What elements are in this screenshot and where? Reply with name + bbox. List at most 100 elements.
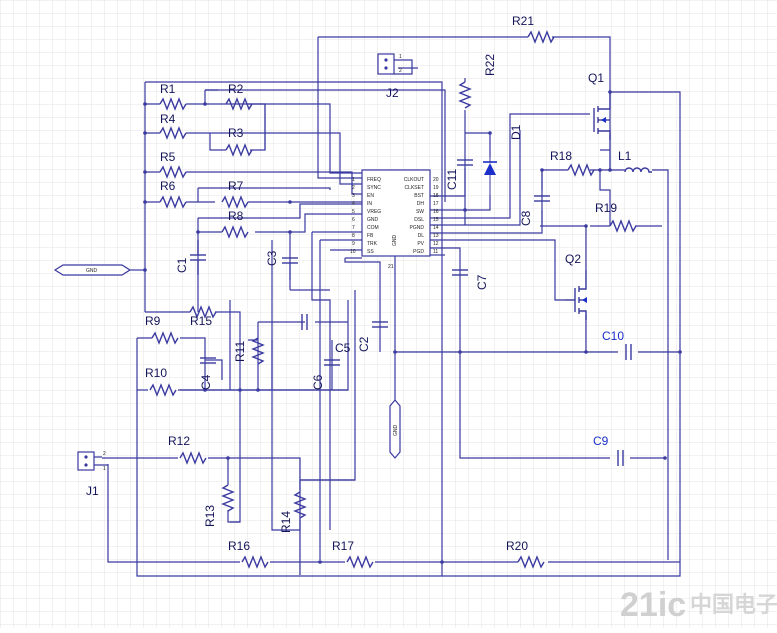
ic-pin-label: CLKOUT bbox=[404, 177, 424, 183]
ic-pin-number: 15 bbox=[433, 217, 439, 223]
label-r4: R4 bbox=[160, 112, 176, 126]
gnd-flag-vertical: GND bbox=[389, 352, 401, 459]
capacitors bbox=[190, 159, 632, 466]
resistors bbox=[149, 30, 637, 569]
resistor-r21 bbox=[527, 30, 555, 44]
resistor-r7 bbox=[221, 195, 249, 209]
ic-pin-label: PGND bbox=[410, 225, 425, 231]
capacitor-c6 bbox=[324, 359, 340, 366]
ic-pin-label: TRK bbox=[367, 241, 378, 247]
diode-d1 bbox=[483, 157, 497, 195]
resistor-r12 bbox=[179, 451, 207, 465]
resistor-r8 bbox=[221, 225, 249, 239]
capacitor-c10 bbox=[625, 344, 632, 360]
ic-pin-label: DH bbox=[417, 201, 425, 207]
label-c11: C11 bbox=[445, 169, 459, 190]
label-c1: C1 bbox=[175, 257, 189, 273]
ic-pin-label: PGD bbox=[413, 249, 424, 255]
connector-j2: 1 2 bbox=[377, 53, 402, 75]
ic-pin-number: 13 bbox=[433, 233, 439, 239]
inductor-l1 bbox=[624, 167, 652, 173]
connector-j1-pin: 2 bbox=[103, 451, 106, 457]
label-c2: C2 bbox=[357, 336, 371, 352]
ic-pin-label: COM bbox=[367, 225, 379, 231]
ic-pin-label: DSL bbox=[414, 217, 424, 223]
capacitor-c7 bbox=[452, 269, 468, 276]
resistor-r13 bbox=[221, 484, 235, 512]
resistor-r15 bbox=[189, 305, 217, 319]
label-r1: R1 bbox=[160, 82, 176, 96]
ic-pin-number: 4 bbox=[352, 201, 355, 207]
gnd-flag-horizontal: GND bbox=[53, 264, 132, 276]
ic-pin-label: CLKSET bbox=[405, 185, 424, 191]
resistor-r3 bbox=[225, 143, 253, 157]
label-r12: R12 bbox=[168, 434, 190, 448]
label-r10: R10 bbox=[145, 366, 167, 380]
label-r11: R11 bbox=[233, 341, 247, 362]
ic-pin-label: SS bbox=[367, 249, 374, 255]
label-r19: R19 bbox=[595, 201, 617, 215]
resistor-r4 bbox=[159, 126, 187, 140]
resistor-r11 bbox=[251, 337, 265, 365]
ic-pin-number: 16 bbox=[433, 209, 439, 215]
ic-pin-number: 20 bbox=[433, 177, 439, 183]
label-r22: R22 bbox=[483, 54, 497, 76]
label-l1: L1 bbox=[618, 149, 632, 163]
ic-pin-number: 6 bbox=[352, 217, 355, 223]
ic-pin-label: PV bbox=[417, 241, 424, 247]
ic-pin-number: 5 bbox=[352, 209, 355, 215]
label-c8: C8 bbox=[519, 210, 533, 226]
connector-j1: 2 1 bbox=[77, 451, 108, 472]
ic-pin-number: 12 bbox=[433, 241, 439, 247]
capacitor-c8 bbox=[534, 195, 550, 202]
capacitor-c5 bbox=[301, 314, 308, 330]
ic-pin-number: 3 bbox=[352, 193, 355, 199]
ic-pin-number: 2 bbox=[352, 185, 355, 191]
label-r20: R20 bbox=[506, 539, 528, 553]
label-j2: J2 bbox=[386, 86, 399, 100]
resistor-r9 bbox=[151, 331, 179, 345]
gnd-flag-label: GND bbox=[86, 268, 98, 274]
resistor-r14 bbox=[293, 491, 307, 519]
label-r6: R6 bbox=[160, 179, 176, 193]
label-r5: R5 bbox=[160, 150, 176, 164]
label-r2: R2 bbox=[228, 82, 244, 96]
resistor-r20 bbox=[517, 555, 545, 569]
label-c3: C3 bbox=[265, 250, 279, 266]
label-d1: D1 bbox=[509, 124, 523, 140]
resistor-r22 bbox=[458, 81, 472, 109]
component-labels: R1 R2 R3 R4 R5 R6 R7 R8 R9 R10 R11 R12 R… bbox=[86, 14, 632, 553]
mosfet-q1 bbox=[593, 92, 611, 140]
connector-j2-pin: 1 bbox=[399, 54, 402, 60]
label-j1: J1 bbox=[86, 484, 99, 498]
label-r18: R18 bbox=[550, 149, 572, 163]
label-r3: R3 bbox=[228, 126, 244, 140]
label-c6: C6 bbox=[311, 374, 325, 390]
label-r14: R14 bbox=[279, 511, 293, 533]
ic-gnd-pin-number: 21 bbox=[388, 264, 394, 270]
label-r7: R7 bbox=[228, 179, 244, 193]
label-r13: R13 bbox=[203, 505, 217, 527]
watermark-main: 21ic bbox=[620, 586, 686, 624]
mosfet-q2 bbox=[565, 270, 587, 320]
ic-pin-number: 11 bbox=[433, 249, 438, 255]
ic-pin-label: GND bbox=[367, 217, 379, 223]
resistor-r2 bbox=[225, 97, 253, 111]
resistor-r6 bbox=[159, 195, 187, 209]
ic-pin-number: 19 bbox=[433, 185, 439, 191]
ic-pin-label: IN bbox=[367, 201, 372, 207]
label-q1: Q1 bbox=[588, 71, 604, 85]
watermark-logo: 21ic 中国电子网 bbox=[620, 586, 777, 624]
ic-pin-number: 8 bbox=[352, 233, 355, 239]
ic-pin-number: 10 bbox=[350, 249, 356, 255]
ic-pin-number: 18 bbox=[433, 193, 439, 199]
label-r17: R17 bbox=[332, 539, 354, 553]
ic-pin-label: FB bbox=[367, 233, 374, 239]
ic-right-pins: CLKOUT CLKSET BST DH SW DSL PGND DL PV P… bbox=[404, 177, 425, 255]
label-c9: C9 bbox=[593, 434, 609, 448]
ic-gnd-label: GND bbox=[392, 235, 398, 247]
capacitor-c1 bbox=[190, 240, 206, 275]
resistor-r1 bbox=[159, 97, 187, 111]
